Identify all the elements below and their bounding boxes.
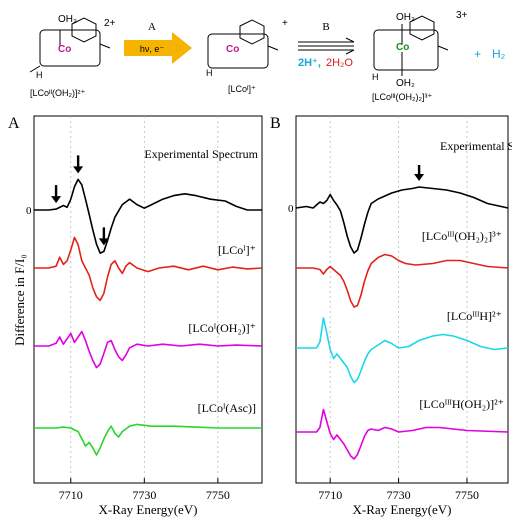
reaction-scheme: OH₂ Co H 2+ [LCoᴵᴵ(OH₂)]²⁺ A hν, e⁻ Co H… (29, 10, 506, 102)
panel-b-annotation: Experimental Spectrum (440, 139, 512, 153)
panel-a-series-3-label: [LCoᴵ(Asc)] (198, 401, 256, 415)
step-a-arrow (124, 32, 192, 64)
reactant-charge: 2+ (104, 18, 116, 29)
product-metal-label: Co (396, 42, 409, 53)
step-a-label: A (148, 21, 156, 33)
step-a-conditions: hν, e⁻ (140, 44, 165, 54)
peak-arrowhead (414, 174, 425, 181)
step-b-proton: 2H⁺, (298, 57, 321, 69)
intermediate-charge: + (282, 18, 288, 29)
step-b-arrowhead-2 (345, 49, 355, 55)
panel-a-frame (33, 115, 263, 484)
zero-label: 0 (288, 203, 294, 215)
panel-b-plot: 7710 7730 7750 0 (288, 116, 509, 502)
h2-product: H₂ (492, 47, 506, 61)
x-tick-label: 7750 (455, 488, 479, 502)
peak-arrowhead (98, 238, 109, 246)
panel-a-label: A (8, 115, 20, 132)
zero-label: 0 (26, 205, 32, 217)
intermediate-name: [LCoᴵ]⁺ (228, 84, 256, 94)
step-b-arrows (298, 37, 355, 55)
x-tick-label: 7710 (59, 488, 83, 502)
panel-b-series-3-label: [LCoᴵᴵᴵH(OH₂)]²⁺ (419, 397, 504, 411)
reactant-methyl-right (99, 43, 111, 49)
panel-a-ylabel: Difference in F/I₀ (12, 254, 27, 346)
plus-sign: + (474, 47, 481, 61)
intermediate-pyridine-ring (239, 19, 265, 45)
panel-a-plot: 7710 7730 7750 0 (26, 116, 263, 502)
panel-b-series-1-label: [LCoᴵᴵᴵ(OH₂)₂]³⁺ (422, 229, 502, 243)
series-line-2 (34, 330, 263, 369)
panel-b-frame (295, 115, 509, 484)
panel-a-series-1-label: [LCoᴵ]⁺ (218, 243, 256, 257)
series-line-2 (296, 317, 509, 384)
panel-b-xlabel: X-Ray Energy(eV) (352, 502, 451, 517)
series-line-0 (295, 186, 509, 254)
product-nh-label: H (372, 72, 379, 82)
peak-arrowhead (51, 196, 62, 204)
step-b-label: B (322, 21, 329, 33)
product-charge: 3+ (456, 10, 468, 21)
series-line-1 (34, 236, 263, 302)
intermediate-complex (207, 19, 279, 69)
intermediate-macrocycle-outline (207, 33, 269, 69)
panel-a-series-2-label: [LCoᴵ(OH₂)]⁺ (188, 321, 256, 335)
reactant-nh-label: H (36, 70, 43, 80)
panel-b-label: B (270, 115, 281, 132)
reactant-complex (29, 17, 111, 73)
product-methyl-right (437, 45, 449, 51)
x-tick-label: 7750 (206, 488, 230, 502)
product-macrocycle-outline (373, 29, 439, 71)
intermediate-nh-label: H (206, 68, 213, 78)
x-tick-label: 7730 (132, 488, 156, 502)
reactant-oh2: OH₂ (58, 14, 77, 25)
series-line-0 (34, 178, 262, 254)
series-line-1 (296, 253, 509, 308)
panel-a-xlabel: X-Ray Energy(eV) (98, 502, 197, 517)
product-pyridine-ring (409, 15, 435, 41)
x-tick-label: 7730 (387, 488, 411, 502)
reactant-pyridine-ring (71, 17, 97, 43)
series-line-3 (296, 408, 509, 460)
reactant-name: [LCoᴵᴵ(OH₂)]²⁺ (30, 88, 86, 98)
intermediate-metal-label: Co (226, 44, 239, 55)
reactant-metal-label: Co (58, 44, 71, 55)
product-name: [LCoᴵᴵᴵ(OH₂)₂]³⁺ (372, 92, 432, 102)
peak-arrowhead (73, 166, 84, 174)
intermediate-methyl-right (267, 45, 279, 51)
product-oh2-top: OH₂ (396, 12, 415, 23)
step-b-arrowhead-1 (345, 37, 355, 43)
product-complex (373, 15, 449, 76)
step-b-water: 2H₂O (326, 57, 353, 69)
reactant-arm-left (29, 65, 41, 73)
reactant-macrocycle-outline (39, 29, 101, 67)
product-oh2-bottom: OH₂ (396, 78, 415, 89)
series-line-3 (34, 423, 262, 456)
panel-b-series-2-label: [LCoᴵᴵᴵH]²⁺ (447, 309, 502, 323)
panel-a-annotation: Experimental Spectrum (144, 147, 258, 161)
x-tick-label: 7710 (318, 488, 342, 502)
